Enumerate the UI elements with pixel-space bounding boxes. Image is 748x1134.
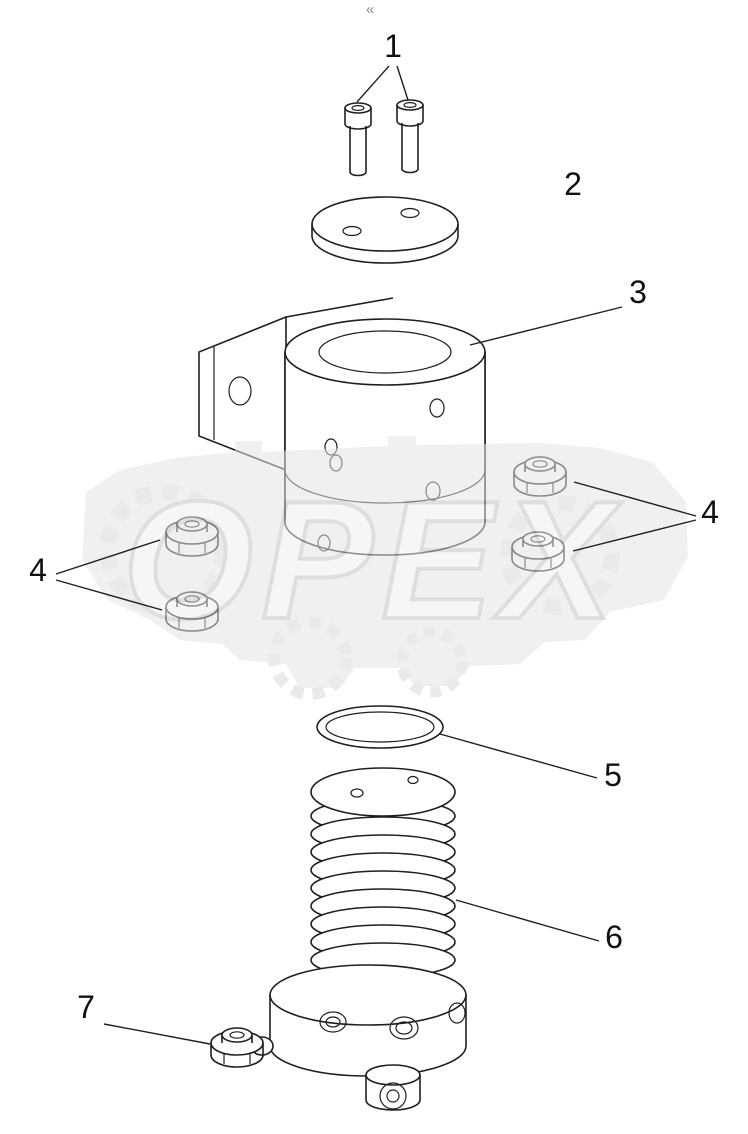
callout-3: 3 [469,274,647,346]
fitting-bottom [210,1027,264,1068]
watermark-text: OPEX [123,466,623,654]
callouts-layer: « 1 2 3 4 4 [29,1,719,1045]
callout-7: 7 [77,989,211,1045]
callout-6: 6 [455,899,623,955]
watermark-gear-small-left [268,616,352,700]
callout-2-label: 2 [564,166,582,202]
part-1-bolts [344,99,424,177]
watermark-gear-right [500,495,620,615]
callout-5-label: 5 [604,757,622,793]
callout-1: 1 [356,28,409,103]
watermark: OPEX [82,436,688,700]
callout-6-label: 6 [605,919,623,955]
callout-3-label: 3 [629,274,647,310]
callout-7-label: 7 [77,989,95,1025]
callout-4-right-label: 4 [701,494,719,530]
top-mark: « [366,1,374,18]
part-7-fitting [210,1027,274,1068]
bolt-left [344,102,372,177]
callout-4-right: 4 [572,481,719,552]
watermark-gear-left [99,484,231,616]
part-5-seal-ring [316,705,444,749]
callout-5: 5 [439,733,622,793]
callout-4-left: 4 [29,539,163,611]
bolt-right [396,99,424,174]
part-2-cover-plate [311,196,459,264]
watermark-band [82,436,688,688]
part-6-finned-valve [269,767,467,1111]
watermark-gear-small-right [396,626,468,698]
callout-2: 2 [564,166,582,202]
callout-4-left-label: 4 [29,552,47,588]
callout-1-label: 1 [384,28,402,64]
